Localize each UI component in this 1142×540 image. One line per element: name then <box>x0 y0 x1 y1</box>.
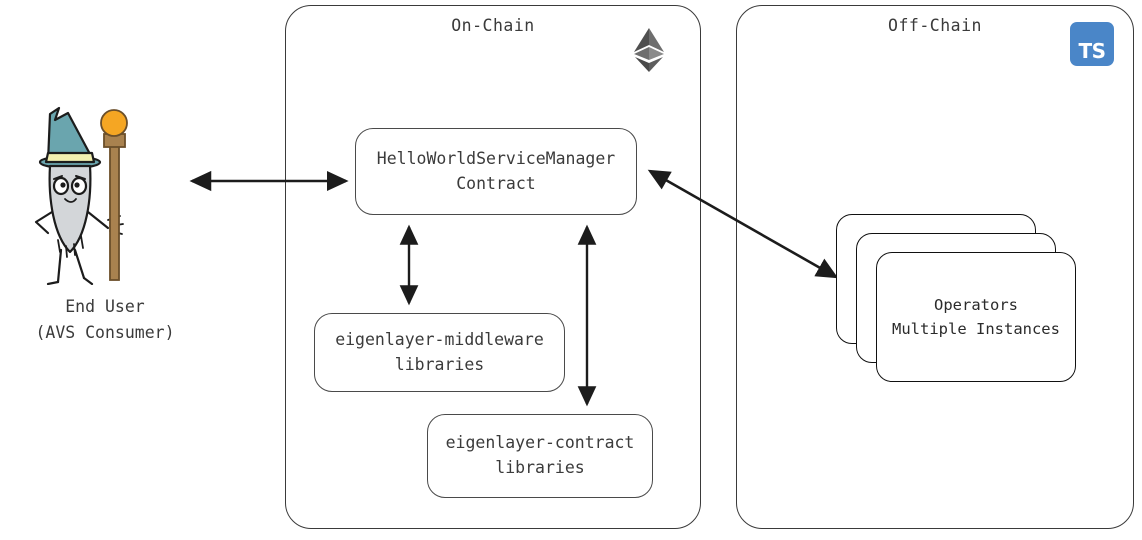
operators-label-line1: Operators <box>934 295 1018 314</box>
typescript-logo: TS <box>1070 22 1114 66</box>
panel-on-chain-title: On-Chain <box>451 16 535 35</box>
node-hello-world-service-manager[interactable]: HelloWorldServiceManager Contract <box>355 128 637 215</box>
end-user-label-line2: (AVS Consumer) <box>35 323 175 343</box>
panel-off-chain-title: Off-Chain <box>888 16 982 35</box>
node-service-manager-line1: HelloWorldServiceManager <box>376 148 616 168</box>
end-user-label-line1: End User <box>65 297 145 316</box>
node-middleware-line1: eigenlayer-middleware <box>335 329 544 349</box>
ethereum-logo <box>632 27 666 73</box>
operator-card-front[interactable]: Operators Multiple Instances <box>876 252 1076 382</box>
node-service-manager-line2: Contract <box>456 173 536 193</box>
operator-stack[interactable]: Operators Multiple Instances <box>836 214 1076 382</box>
typescript-logo-text: TS <box>1078 39 1106 63</box>
node-eigenlayer-middleware[interactable]: eigenlayer-middleware libraries <box>314 313 565 392</box>
node-middleware-line2: libraries <box>394 354 485 374</box>
operators-label-line2: Multiple Instances <box>892 320 1060 338</box>
node-eigenlayer-contract-libraries[interactable]: eigenlayer-contract libraries <box>427 414 653 498</box>
node-contract-libs-line1: eigenlayer-contract <box>445 433 635 453</box>
end-user-label: End User (AVS Consumer) <box>0 294 210 347</box>
node-contract-libs-line2: libraries <box>495 458 585 477</box>
wizard-avatar <box>28 100 168 286</box>
